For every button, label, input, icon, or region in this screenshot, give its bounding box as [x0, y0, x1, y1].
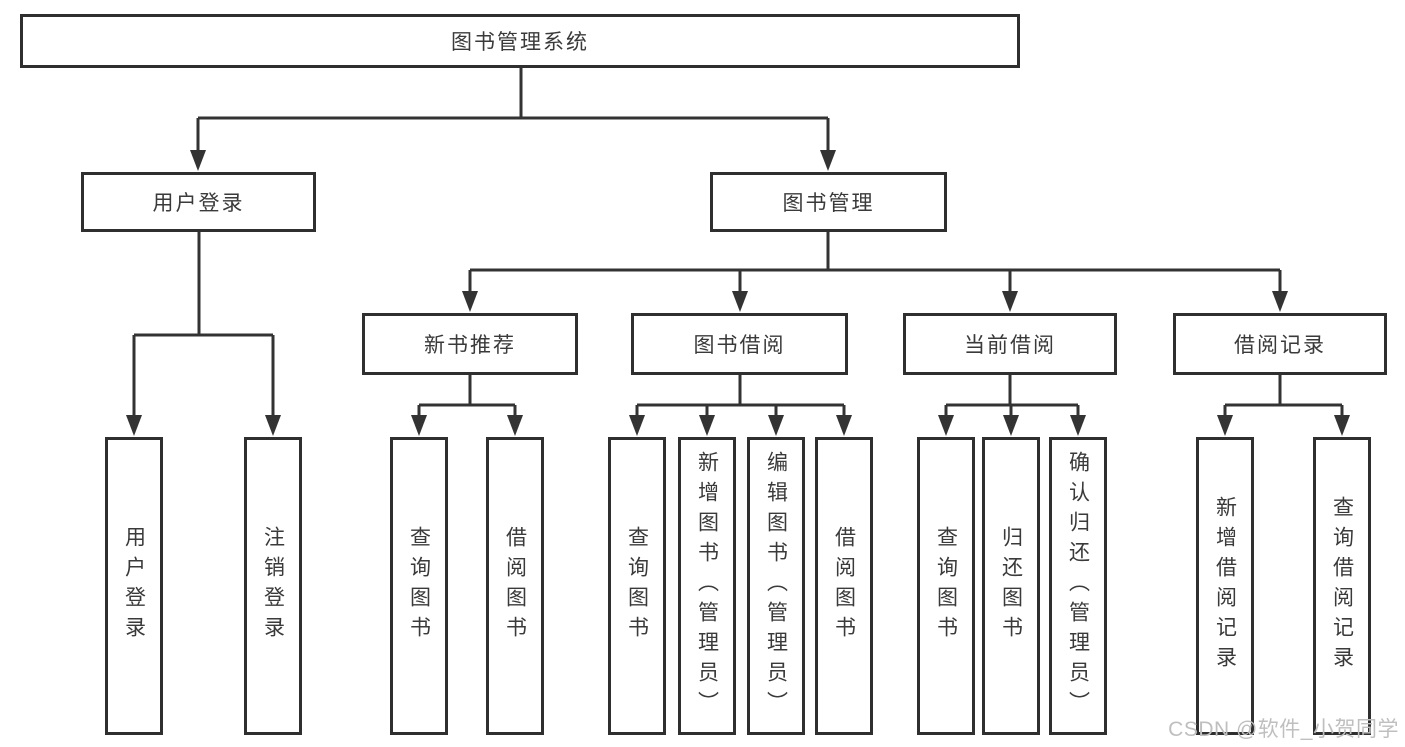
- leaf-borrowing-borrow-books: 借阅图书: [815, 437, 873, 735]
- leaf-current-query-books: 查询图书: [917, 437, 975, 735]
- node-label: 查询图书: [407, 526, 431, 646]
- node-label: 借阅图书: [832, 526, 856, 646]
- leaf-recommend-query-books: 查询图书: [390, 437, 448, 735]
- node-book-management: 图书管理: [710, 172, 947, 232]
- node-new-book-recommend: 新书推荐: [362, 313, 578, 375]
- node-label: 图书管理: [782, 192, 875, 215]
- node-label: 借阅图书: [503, 526, 527, 646]
- watermark: CSDN @软件_小贺同学: [1168, 718, 1399, 741]
- leaf-borrowing-add-books-admin: 新增图书（管理员）: [678, 437, 736, 735]
- leaf-borrowing-query-books: 查询图书: [608, 437, 666, 735]
- node-label: 查询图书: [934, 526, 958, 646]
- node-borrowing-records: 借阅记录: [1173, 313, 1387, 375]
- node-current-borrowing: 当前借阅: [903, 313, 1117, 375]
- node-label: 图书管理系统: [451, 31, 589, 54]
- node-library-management-system: 图书管理系统: [20, 14, 1020, 68]
- leaf-records-add-borrow-record: 新增借阅记录: [1196, 437, 1254, 735]
- node-user-login: 用户登录: [81, 172, 316, 232]
- leaf-records-query-borrow-record: 查询借阅记录: [1313, 437, 1371, 735]
- node-label: 新增图书（管理员）: [695, 451, 719, 721]
- node-label: 查询借阅记录: [1330, 496, 1354, 676]
- node-label: 确认归还（管理员）: [1066, 451, 1090, 721]
- leaf-user-login: 用户登录: [105, 437, 163, 735]
- node-label: 用户登录: [152, 192, 245, 215]
- leaf-logout: 注销登录: [244, 437, 302, 735]
- leaf-current-confirm-return-admin: 确认归还（管理员）: [1049, 437, 1107, 735]
- leaf-borrowing-edit-books-admin: 编辑图书（管理员）: [747, 437, 805, 735]
- node-label: 编辑图书（管理员）: [764, 451, 788, 721]
- leaf-recommend-borrow-books: 借阅图书: [486, 437, 544, 735]
- node-label: 当前借阅: [964, 334, 1056, 357]
- node-label: 注销登录: [261, 526, 285, 646]
- node-label: 借阅记录: [1234, 334, 1326, 357]
- node-label: 新增借阅记录: [1213, 496, 1237, 676]
- leaf-current-return-books: 归还图书: [982, 437, 1040, 735]
- node-label: 归还图书: [999, 526, 1023, 646]
- node-label: 查询图书: [625, 526, 649, 646]
- node-book-borrowing: 图书借阅: [631, 313, 848, 375]
- node-label: 新书推荐: [424, 334, 516, 357]
- node-label: 图书借阅: [693, 334, 786, 357]
- node-label: 用户登录: [122, 526, 146, 646]
